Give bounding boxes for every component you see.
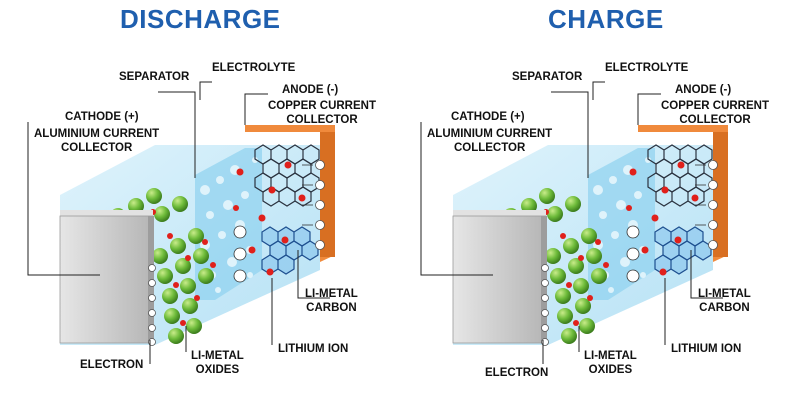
electron-label: ELECTRON xyxy=(485,367,549,379)
separator-slab xyxy=(588,148,655,300)
copper-electrons xyxy=(708,160,718,250)
copper-electron-arrows xyxy=(302,164,313,226)
aluminium-collector-top xyxy=(453,210,546,216)
anode-carbon-lattice-lower xyxy=(261,226,319,275)
aluminium-collector-face xyxy=(452,215,547,344)
li-metal-oxides-label: LI-METAL OXIDES xyxy=(584,349,637,377)
leader-electrolyte xyxy=(199,81,212,100)
separator-label: SEPARATOR xyxy=(119,71,190,83)
separator-label: SEPARATOR xyxy=(512,71,583,83)
discharge-title: DISCHARGE xyxy=(120,4,281,34)
leader-anode xyxy=(244,93,268,125)
cathode-label: CATHODE (+) xyxy=(65,111,139,123)
copper-collector-label: COPPER CURRENT COLLECTOR xyxy=(268,99,376,127)
cathode-lithium-dots xyxy=(517,209,609,326)
copper-collector-label-line1: COPPER CURRENT xyxy=(268,100,376,112)
li-metal-oxides-label-line1: LI-METAL xyxy=(584,350,637,362)
li-metal-carbon-label: LI-METAL CARBON xyxy=(698,287,751,315)
copper-collector-label-line1: COPPER CURRENT xyxy=(661,100,769,112)
li-metal-carbon-label-line2: CARBON xyxy=(699,302,750,314)
copper-collector-label-line2: COLLECTOR xyxy=(679,114,751,126)
li-metal-oxides-label-line1: LI-METAL xyxy=(191,350,244,362)
lithium-ion-label: LITHIUM ION xyxy=(278,343,349,355)
copper-collector-label-line2: COLLECTOR xyxy=(286,114,358,126)
li-metal-oxides-label-line2: OXIDES xyxy=(195,364,240,376)
lithium-ion-label: LITHIUM ION xyxy=(671,343,742,355)
li-metal-carbon-label-line1: LI-METAL xyxy=(305,288,358,300)
anode-lithium-dots xyxy=(233,161,306,276)
electron-label: ELECTRON xyxy=(80,359,144,371)
separator-slab xyxy=(195,148,262,300)
leader-li-carbon xyxy=(690,250,723,299)
aluminium-collector-top xyxy=(60,210,153,216)
li-metal-carbon-label-line2: CARBON xyxy=(306,302,357,314)
li-metal-oxides-label: LI-METAL OXIDES xyxy=(191,349,244,377)
aluminium-collector-label-line1: ALUMINIUM CURRENT xyxy=(34,128,160,140)
leader-separator xyxy=(158,91,196,178)
leader-cathode xyxy=(420,122,493,276)
charge-battery-illustration xyxy=(420,81,728,364)
separator-lithium-ion-markers xyxy=(626,225,640,283)
aluminium-collector-label-line1: ALUMINIUM CURRENT xyxy=(427,128,553,140)
leader-separator xyxy=(551,91,589,178)
aluminium-collector-face xyxy=(59,215,154,344)
leader-li-carbon xyxy=(297,250,330,299)
aluminium-electrons xyxy=(148,264,156,346)
leader-cathode xyxy=(27,122,100,276)
cathode-oxide-spheres xyxy=(92,188,214,344)
charge-panel: CHARGE SEPARATOR ELECTROLYTE ANODE (-) C… xyxy=(393,0,793,405)
copper-electron-arrows xyxy=(695,164,706,226)
electrolyte-label: ELECTROLYTE xyxy=(605,62,689,74)
separator-lithium-ion-markers xyxy=(233,225,247,283)
aluminium-electrons xyxy=(541,264,549,346)
copper-collector-label: COPPER CURRENT COLLECTOR xyxy=(661,99,769,127)
leader-lines xyxy=(27,81,330,364)
electrolyte-label: ELECTROLYTE xyxy=(212,62,296,74)
leader-anode xyxy=(637,93,661,125)
aluminium-collector-label: ALUMINIUM CURRENT COLLECTOR xyxy=(34,127,159,155)
anode-label: ANODE (-) xyxy=(675,84,732,96)
discharge-panel: DISCHARGE SEPARATOR ELECTROLYTE ANODE (-… xyxy=(27,4,376,377)
aluminium-collector-label: ALUMINIUM CURRENT COLLECTOR xyxy=(427,127,552,155)
cathode-label: CATHODE (+) xyxy=(451,111,525,123)
leader-electrolyte xyxy=(592,81,605,100)
aluminium-collector-label-line2: COLLECTOR xyxy=(453,142,526,154)
discharge-battery-illustration xyxy=(27,81,335,364)
copper-collector-side xyxy=(713,132,728,257)
aluminium-collector-label-line2: COLLECTOR xyxy=(60,142,133,154)
anode-lithium-dots xyxy=(626,161,699,276)
li-metal-carbon-label: LI-METAL CARBON xyxy=(305,287,358,315)
copper-electrons xyxy=(315,160,325,250)
anode-label: ANODE (-) xyxy=(282,84,339,96)
leader-lines xyxy=(420,81,723,364)
charge-title: CHARGE xyxy=(548,4,664,34)
copper-collector-side xyxy=(320,132,335,257)
li-metal-carbon-label-line1: LI-METAL xyxy=(698,288,751,300)
li-metal-oxides-label-line2: OXIDES xyxy=(588,364,633,376)
